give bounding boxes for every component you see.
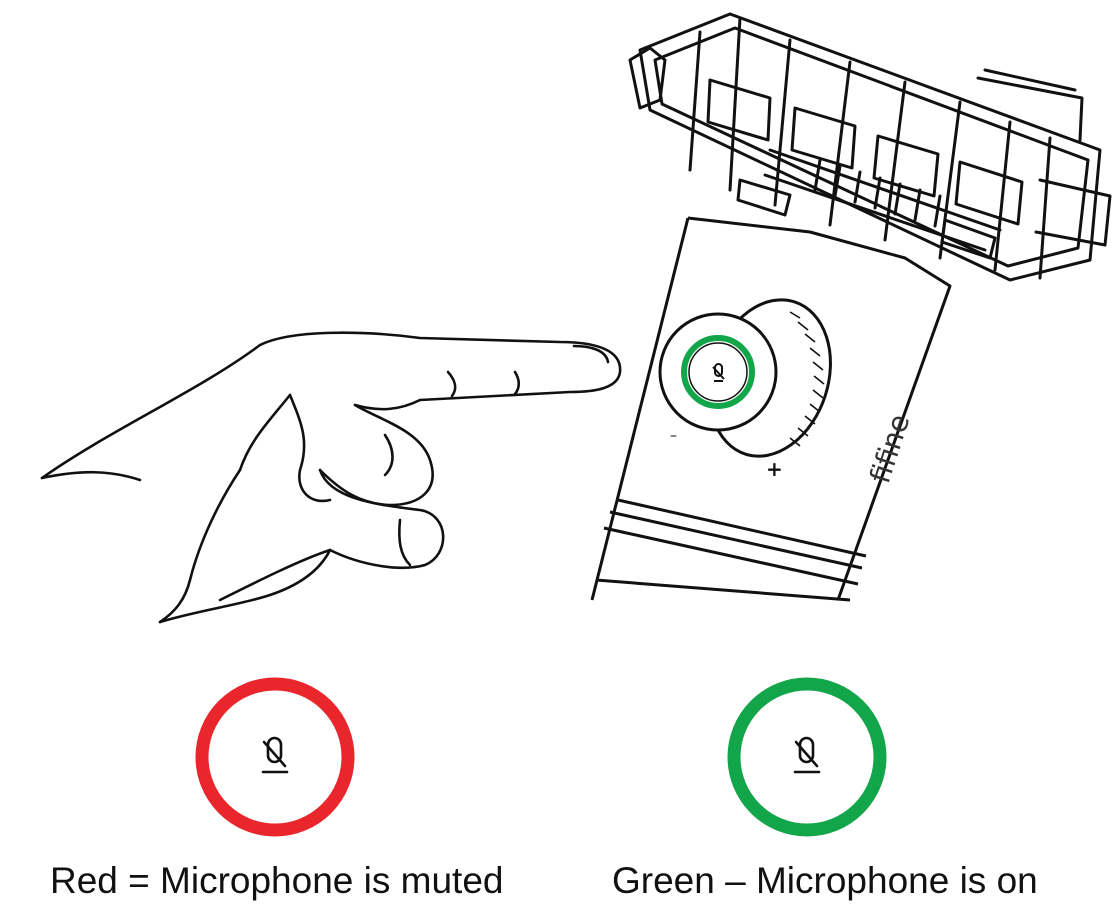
mute-knob[interactable] (660, 284, 850, 472)
shock-mount (630, 14, 1110, 280)
green-ring (734, 684, 880, 830)
on-indicator (722, 672, 892, 842)
muted-caption: Red = Microphone is muted (50, 862, 504, 899)
knob-minus-label: – (670, 428, 677, 444)
knob-plus-label: + (766, 457, 783, 481)
brand-logo: fifine (863, 410, 916, 487)
pointing-hand (42, 333, 620, 622)
mic-mute-icon (263, 738, 287, 772)
microphone-illustration: fifine + – (0, 0, 1119, 640)
muted-indicator (190, 672, 360, 842)
mic-mute-icon (795, 738, 819, 772)
on-caption: Green – Microphone is on (612, 862, 1038, 899)
red-ring (202, 684, 348, 830)
